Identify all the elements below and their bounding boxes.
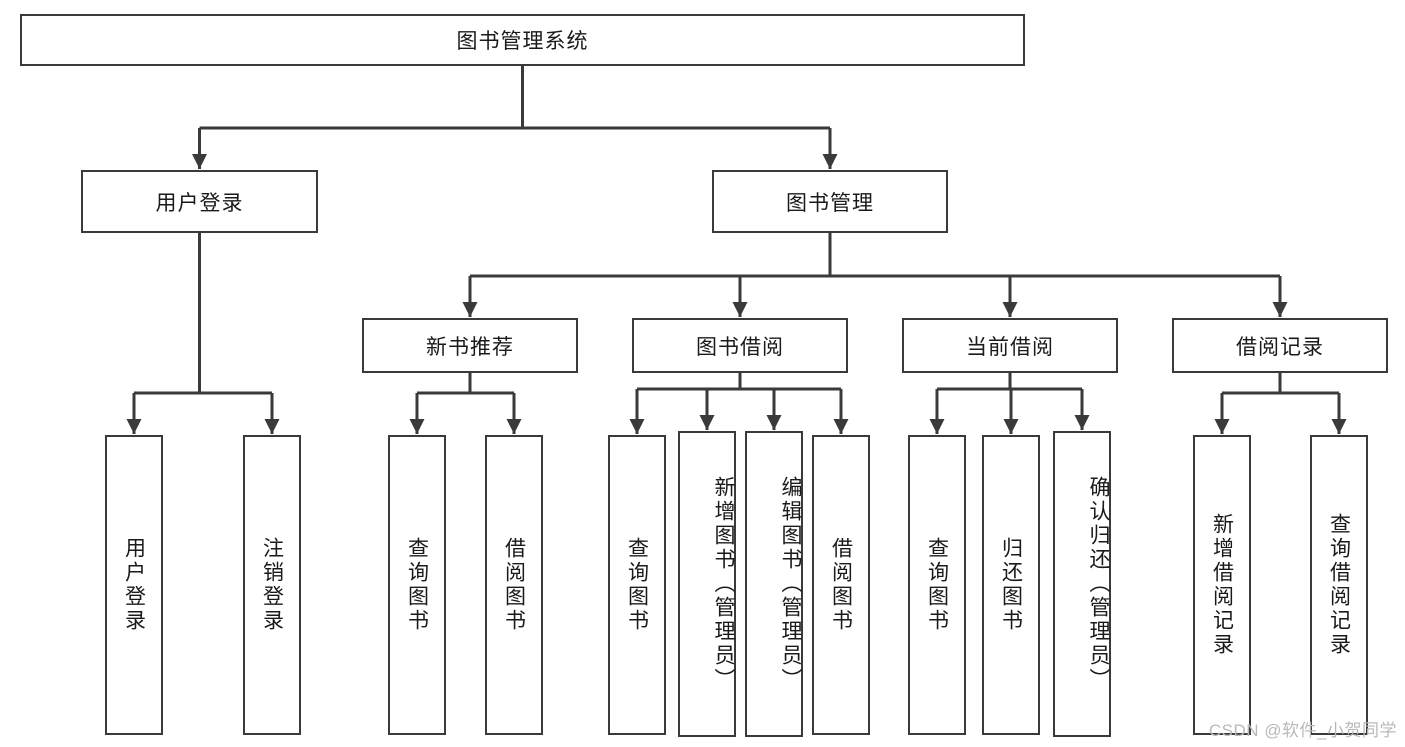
node-leaf-user-login[interactable]: 用户登录 — [105, 435, 163, 735]
node-record[interactable]: 借阅记录 — [1172, 318, 1388, 373]
node-root[interactable]: 图书管理系统 — [20, 14, 1025, 66]
arrowhead-icon — [732, 302, 748, 317]
node-leaf-user-logout[interactable]: 注销登录 — [243, 435, 301, 735]
node-login[interactable]: 用户登录 — [81, 170, 318, 233]
node-borrow[interactable]: 图书借阅 — [632, 318, 848, 373]
node-leaf-add-record[interactable]: 新增借阅记录 — [1193, 435, 1251, 735]
arrowhead-icon — [264, 419, 280, 434]
arrowhead-icon — [699, 415, 715, 430]
arrowhead-icon — [1272, 302, 1288, 317]
arrowhead-icon — [192, 154, 207, 169]
node-leaf-edit-book[interactable]: 编辑图书（管理员） — [745, 431, 803, 737]
node-leaf-query-book-2[interactable]: 查询图书 — [608, 435, 666, 735]
arrowhead-icon — [1214, 419, 1230, 434]
arrowhead-icon — [506, 419, 522, 434]
watermark: CSDN @软件_小贺同学 — [1208, 721, 1397, 740]
node-leaf-query-record[interactable]: 查询借阅记录 — [1310, 435, 1368, 735]
arrowhead-icon — [929, 419, 945, 434]
node-newbook[interactable]: 新书推荐 — [362, 318, 578, 373]
node-leaf-query-book-1[interactable]: 查询图书 — [388, 435, 446, 735]
node-leaf-add-book[interactable]: 新增图书（管理员） — [678, 431, 736, 737]
arrowhead-icon — [462, 302, 478, 317]
arrowhead-icon — [833, 419, 849, 434]
node-bookmgr[interactable]: 图书管理 — [712, 170, 948, 233]
arrowhead-icon — [126, 419, 142, 434]
node-leaf-borrow-book-1[interactable]: 借阅图书 — [485, 435, 543, 735]
arrowhead-icon — [409, 419, 425, 434]
node-leaf-query-book-3[interactable]: 查询图书 — [908, 435, 966, 735]
arrowhead-icon — [766, 415, 782, 430]
arrowhead-icon — [1331, 419, 1347, 434]
node-leaf-return-book[interactable]: 归还图书 — [982, 435, 1040, 735]
node-leaf-confirm-return[interactable]: 确认归还（管理员） — [1053, 431, 1111, 737]
arrowhead-icon — [1074, 415, 1090, 430]
arrowhead-icon — [1003, 419, 1019, 434]
arrowhead-icon — [629, 419, 645, 434]
node-current[interactable]: 当前借阅 — [902, 318, 1118, 373]
node-leaf-borrow-book-2[interactable]: 借阅图书 — [812, 435, 870, 735]
arrowhead-icon — [1002, 302, 1018, 317]
arrowhead-icon — [822, 154, 838, 169]
